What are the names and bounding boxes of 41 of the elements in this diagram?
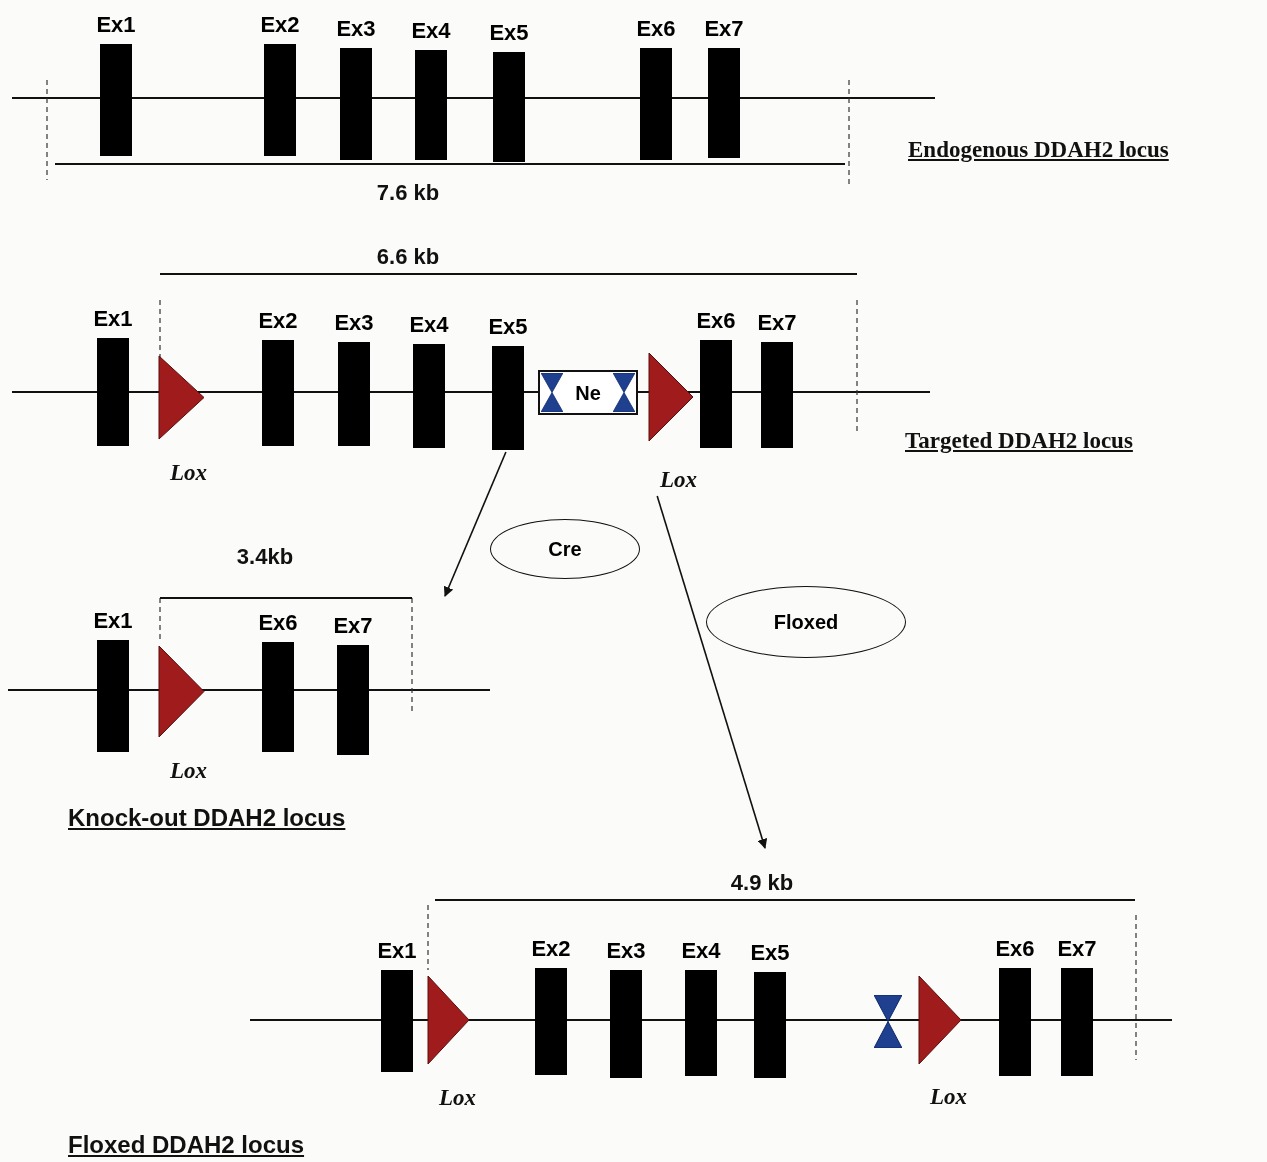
lox-label: Lox [439, 1085, 477, 1111]
exon-label: Ex3 [334, 310, 374, 336]
exon-label: Ex2 [260, 12, 300, 38]
exon-label: Ex7 [1057, 936, 1097, 962]
lox-label: Lox [930, 1084, 968, 1110]
cassette-label: Ne [575, 381, 601, 404]
arrow [656, 495, 768, 849]
exon-label: Ex2 [531, 936, 571, 962]
exon-label: Ex6 [258, 610, 298, 636]
exon-label: Ex7 [704, 16, 744, 42]
exon-label: Ex1 [96, 12, 136, 38]
size-label: 3.4kb [236, 543, 294, 571]
exon-label: Ex4 [681, 938, 721, 964]
exon-label: Ex6 [995, 936, 1035, 962]
locus-title: Targeted DDAH2 locus [905, 427, 1133, 455]
exon-label: Ex7 [757, 310, 797, 336]
exon-label: Ex7 [333, 613, 373, 639]
exon-label: Ex4 [411, 18, 451, 44]
locus-title: Endogenous DDAH2 locus [908, 136, 1169, 164]
exon-label: Ex1 [93, 608, 133, 634]
exon-label: Ex5 [750, 940, 790, 966]
locus-title: Floxed DDAH2 locus [68, 1131, 305, 1159]
exon-label: Ex5 [489, 20, 529, 46]
exon-label: Ex4 [409, 312, 449, 338]
exon-label: Ex2 [258, 308, 298, 334]
exon-label: Ex6 [636, 16, 676, 42]
size-label: 7.6 kb [376, 179, 440, 207]
size-label: 6.6 kb [376, 243, 440, 271]
arrow [443, 451, 507, 597]
exon-label: Ex3 [336, 16, 376, 42]
exon-label: Ex3 [606, 938, 646, 964]
exon-label: Ex1 [377, 938, 417, 964]
lox-label: Lox [660, 467, 698, 493]
locus-title: Knock-out DDAH2 locus [68, 804, 346, 832]
exon-label: Ex6 [696, 308, 736, 334]
lox-label: Lox [170, 460, 208, 486]
size-label: 4.9 kb [730, 869, 794, 897]
exon-label: Ex1 [93, 306, 133, 332]
lox-label: Lox [170, 758, 208, 784]
exon-label: Ex5 [488, 314, 528, 340]
cassette-box [538, 370, 638, 415]
